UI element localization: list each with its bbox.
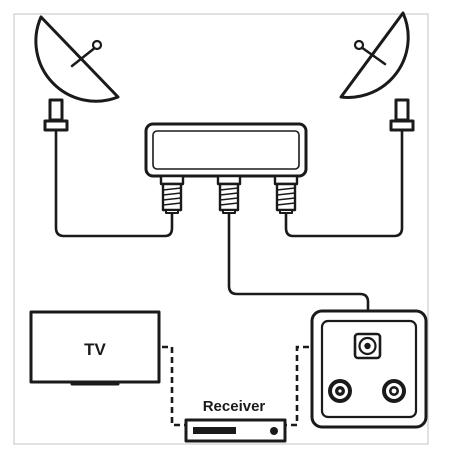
outlet-radio-port xyxy=(382,379,406,403)
switch-inner-panel xyxy=(152,130,300,170)
lnb-head-right xyxy=(353,39,365,51)
cable-dish-right-to-switch xyxy=(284,128,404,238)
lnb-arm-left xyxy=(70,45,98,68)
coax-cables xyxy=(54,128,404,349)
lnb-head-left xyxy=(91,39,103,51)
outlet-tv-port xyxy=(328,379,352,403)
dish-connector-left xyxy=(43,119,69,132)
lnb-arm-right xyxy=(359,45,387,66)
cable-dish-left-to-switch xyxy=(54,128,174,238)
switch-port-right xyxy=(273,174,299,214)
receiver-button-icon xyxy=(270,427,278,435)
tv-label: TV xyxy=(84,340,106,359)
dish-reflector-left xyxy=(34,15,120,103)
outlet-sat-port xyxy=(353,332,382,360)
wall-outlet xyxy=(310,309,428,429)
satellite-receiver xyxy=(184,418,287,443)
diseqc-switch xyxy=(144,122,308,214)
dish-connector-right xyxy=(389,119,415,132)
tv-set xyxy=(29,310,161,386)
receiver-label: Receiver xyxy=(203,398,266,415)
dashed-cable-route xyxy=(162,345,318,427)
satellite-dish-left xyxy=(34,15,120,132)
dish-mount-left xyxy=(48,98,64,122)
dish-mount-right xyxy=(394,98,410,122)
switch-port-left xyxy=(159,174,185,214)
diagram-frame xyxy=(13,13,429,445)
cable-switch-to-wall-outlet xyxy=(227,210,370,336)
switch-port-center xyxy=(216,174,242,214)
receiver-display xyxy=(193,427,236,434)
satellite-dish-right xyxy=(339,11,415,132)
tv-screen xyxy=(29,310,161,384)
